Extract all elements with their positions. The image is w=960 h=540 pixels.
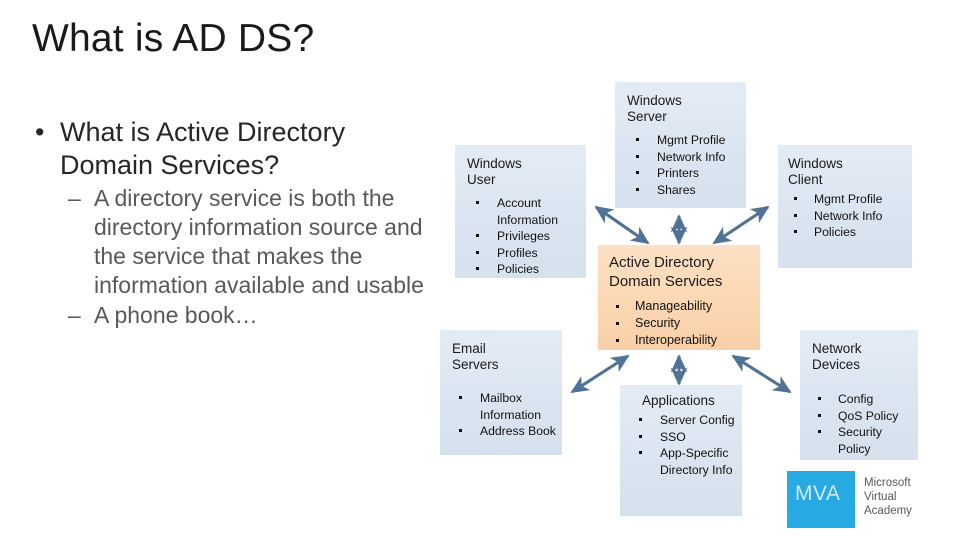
node-item-list: Mailbox Information Address Book [452, 390, 556, 440]
arrow-network-to-adds [731, 354, 792, 394]
diagram-node-windows-client[interactable]: Windows Client Mgmt Profile Network Info… [778, 145, 912, 268]
node-item-list: Manageability Security Interoperability [609, 298, 752, 349]
bullet-text: A phone book… [94, 302, 258, 328]
mva-logo: MVA Microsoft Virtual Academy [787, 471, 947, 529]
diagram-node-network-devices[interactable]: Network Devices Config QoS Policy Securi… [800, 330, 918, 460]
list-item: Address Book [452, 423, 556, 440]
mva-wordmark-line: Virtual [864, 491, 897, 503]
list-item: Mgmt Profile [627, 132, 738, 149]
square-bullet-icon [639, 418, 642, 421]
bullet-item-level2: – A phone book… [28, 301, 436, 330]
node-item-list: Mgmt Profile Network Info Printers Share… [627, 132, 738, 198]
square-bullet-icon [616, 339, 619, 342]
bullet-glyph-icon: • [35, 117, 45, 147]
mva-logo-mark-icon: MVA [787, 471, 855, 528]
bullet-text: What is Active Directory Domain Services… [60, 117, 346, 180]
square-bullet-icon [616, 305, 619, 308]
list-item: Printers [627, 165, 738, 182]
list-item: App-Specific Directory Info [632, 445, 736, 478]
node-title: Windows Client [788, 156, 843, 187]
list-item: Security Policy [812, 424, 912, 457]
dash-glyph-icon: – [68, 302, 81, 328]
node-item-list: Mgmt Profile Network Info Policies [788, 191, 904, 241]
square-bullet-icon [794, 213, 797, 217]
square-bullet-icon [459, 429, 462, 432]
bullet-item-level2: – A directory service is both the direct… [28, 184, 436, 300]
node-title: Windows Server [627, 93, 682, 124]
list-item: Network Info [627, 149, 738, 166]
square-bullet-icon [476, 267, 479, 270]
node-title: Windows User [467, 156, 522, 187]
node-item-list: Account Information Privileges Profiles … [467, 195, 578, 278]
mva-wordmark-line: Academy [864, 505, 912, 517]
list-item: QoS Policy [812, 408, 912, 425]
list-item: Security [609, 315, 752, 332]
square-bullet-icon [636, 187, 639, 191]
list-item: Privileges [467, 228, 578, 245]
square-bullet-icon [636, 171, 639, 174]
arrow-email-to-adds [570, 354, 630, 394]
square-bullet-icon [636, 154, 639, 158]
dash-glyph-icon: – [68, 185, 81, 211]
square-bullet-icon [639, 434, 642, 438]
bullet-text: A directory service is both the director… [94, 185, 424, 298]
diagram-node-applications[interactable]: Applications Server Config SSO App-Speci… [620, 385, 742, 516]
node-item-list: Config QoS Policy Security Policy [812, 391, 912, 457]
arrow-client-to-adds [712, 205, 770, 245]
square-bullet-icon [459, 396, 462, 399]
list-item: Config [812, 391, 912, 408]
square-bullet-icon [636, 138, 639, 141]
list-item: Manageability [609, 298, 752, 315]
list-item: Policies [788, 224, 904, 241]
list-item: Server Config [632, 412, 736, 429]
diagram-node-email-servers[interactable]: Email Servers Mailbox Information Addres… [440, 330, 562, 455]
mva-wordmark: Microsoft Virtual Academy [864, 476, 912, 518]
square-bullet-icon [639, 451, 642, 454]
square-bullet-icon [616, 322, 619, 325]
body-text-block: • What is Active Directory Domain Servic… [28, 116, 436, 330]
list-item: Policies [467, 261, 578, 278]
diagram-node-windows-user[interactable]: Windows User Account Information Privile… [455, 145, 586, 278]
node-title: Network Devices [812, 341, 862, 372]
list-item: SSO [632, 429, 736, 446]
square-bullet-icon [818, 397, 821, 400]
arrow-user-to-adds [594, 205, 650, 245]
square-bullet-icon [794, 197, 797, 200]
node-title: Active Directory Domain Services [609, 254, 723, 290]
list-item: Mgmt Profile [788, 191, 904, 208]
square-bullet-icon [818, 413, 821, 417]
node-title: Email Servers [452, 341, 499, 372]
list-item: Shares [627, 182, 738, 199]
diagram-node-active-directory-domain-services[interactable]: Active Directory Domain Services Managea… [598, 245, 760, 350]
node-title: Applications [642, 393, 715, 408]
list-item: Profiles [467, 245, 578, 262]
diagram-node-windows-server[interactable]: Windows Server Mgmt Profile Network Info… [615, 82, 746, 208]
node-item-list: Server Config SSO App-Specific Directory… [632, 412, 736, 478]
mva-logo-mark-text: MVA [795, 482, 841, 505]
list-item: Interoperability [609, 332, 752, 349]
square-bullet-icon [818, 430, 821, 433]
square-bullet-icon [794, 230, 797, 233]
list-item: Mailbox Information [452, 390, 556, 423]
square-bullet-icon [476, 234, 479, 237]
bullet-item-level1: • What is Active Directory Domain Servic… [28, 116, 436, 182]
square-bullet-icon [476, 250, 479, 254]
list-item: Network Info [788, 208, 904, 225]
square-bullet-icon [476, 201, 479, 204]
list-item: Account Information [467, 195, 578, 228]
page-title: What is AD DS? [32, 17, 315, 60]
mva-wordmark-line: Microsoft [864, 477, 911, 489]
